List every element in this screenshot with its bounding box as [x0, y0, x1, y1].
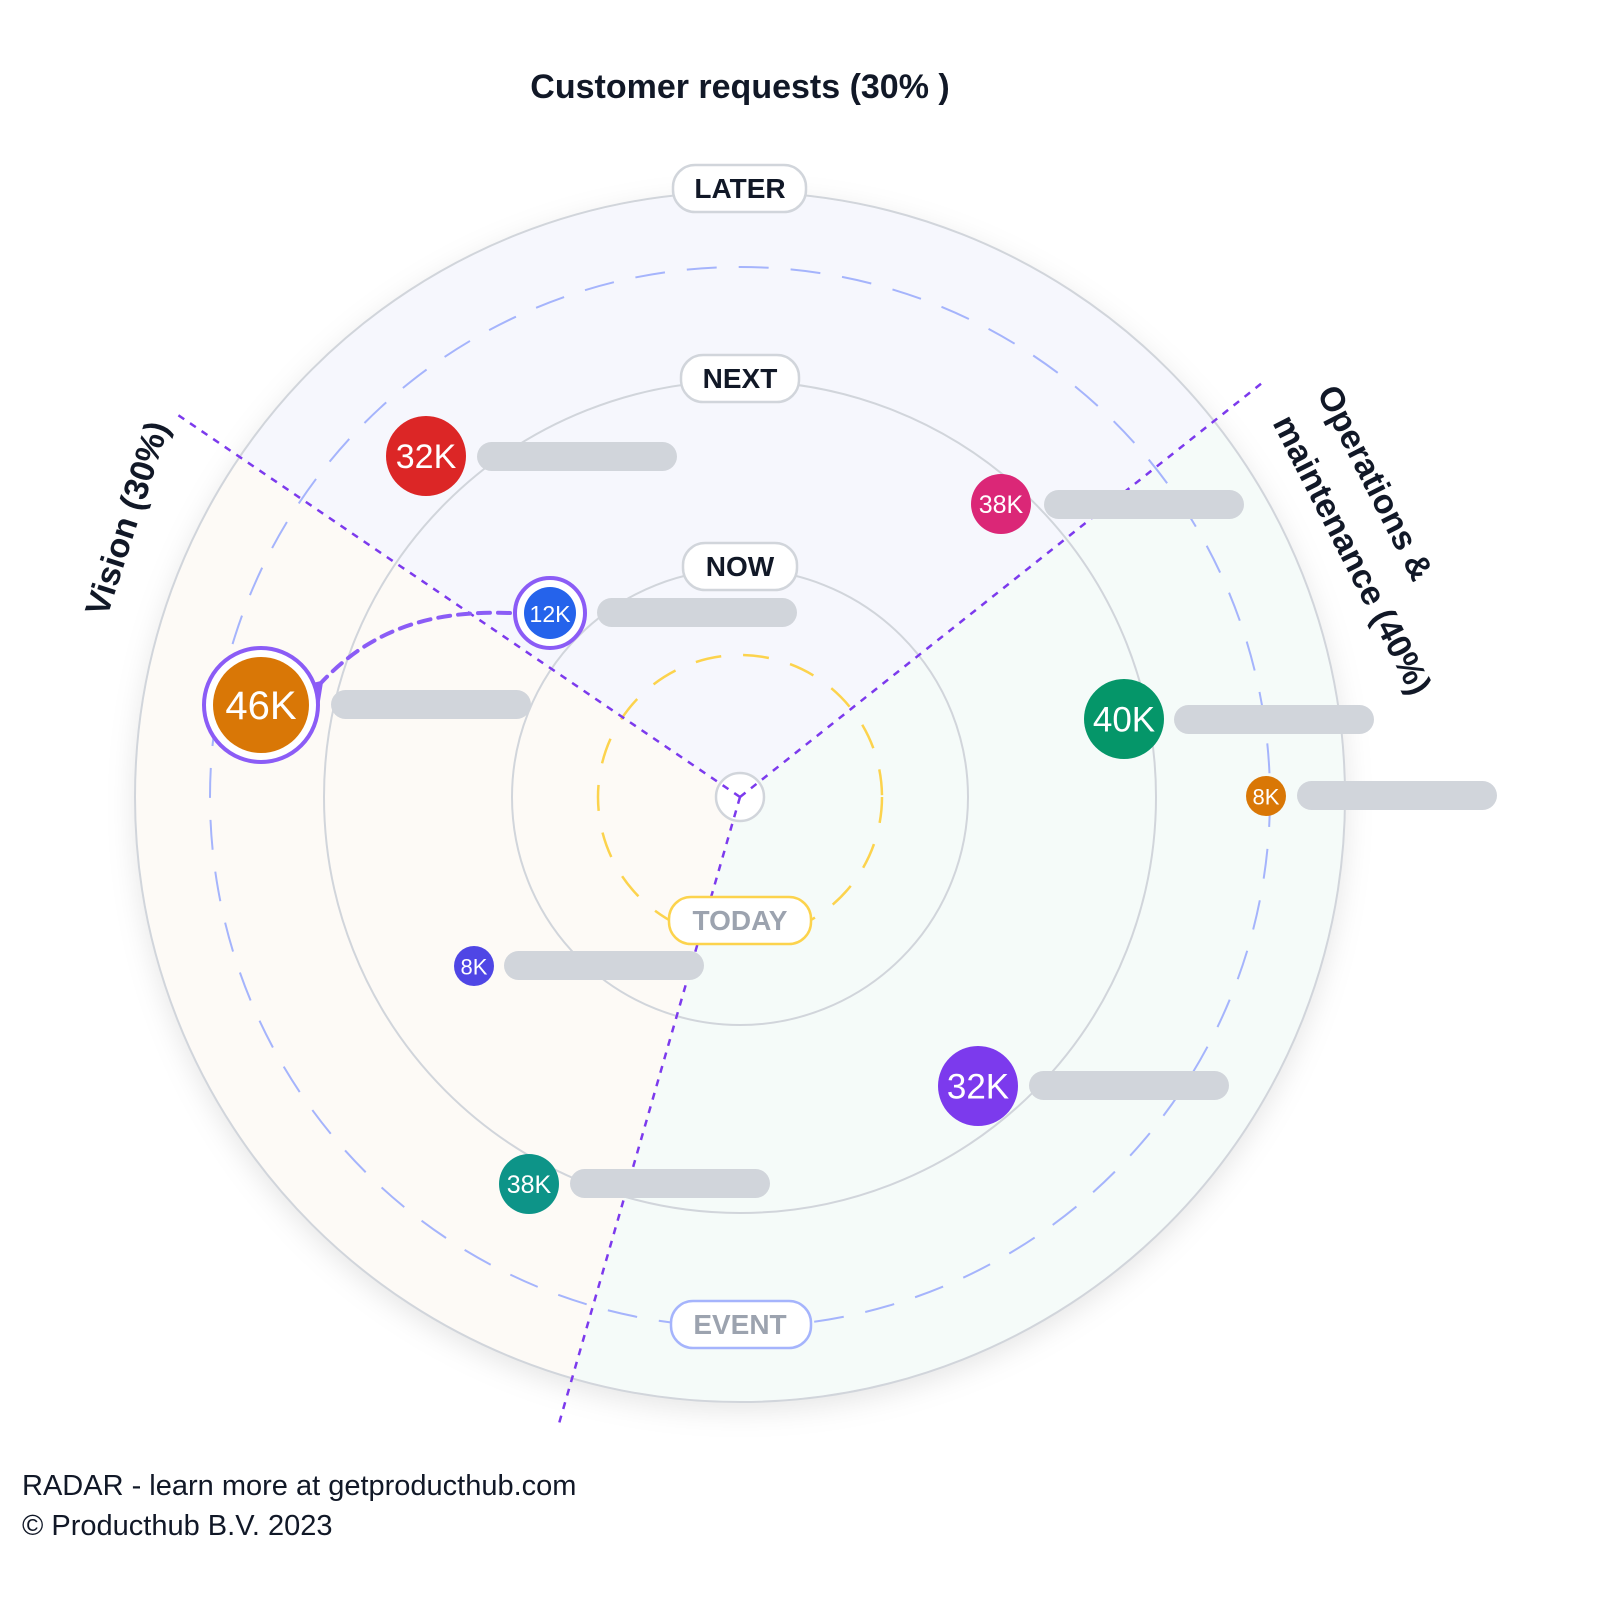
move-arrow: [292, 610, 512, 713]
blip-value: 8K: [461, 955, 488, 980]
svg-text:NEXT: NEXT: [703, 363, 778, 394]
blip-circle[interactable]: [213, 657, 309, 753]
blip-label-placeholder[interactable]: [331, 690, 531, 719]
divider-operations-vision: [556, 796, 742, 1428]
blip-46k[interactable]: 46K: [202, 646, 320, 764]
blip-8k[interactable]: 8K: [454, 946, 494, 986]
blip-circle[interactable]: [524, 587, 576, 639]
blip-12k[interactable]: 12K: [513, 576, 587, 650]
blip-value: 38K: [507, 1171, 552, 1199]
svg-text:NOW: NOW: [706, 551, 775, 582]
blip-32k[interactable]: 32K: [938, 1046, 1018, 1126]
blip-8k[interactable]: 8K: [1246, 776, 1286, 816]
sector-label-vision: Vision (30%): [78, 417, 176, 620]
blip-circle[interactable]: [1246, 776, 1286, 816]
ring-label-next: NEXT: [679, 353, 801, 404]
svg-text:EVENT: EVENT: [693, 1309, 786, 1340]
blip-label-placeholder[interactable]: [1297, 781, 1497, 810]
sector-operations-maintenance: [572, 421, 1344, 1401]
footer-link-text: RADAR - learn more at getproducthub.com: [22, 1470, 577, 1502]
divider-vision-customer: [174, 411, 741, 799]
blip-circle[interactable]: [454, 946, 494, 986]
ring-label-now: NOW: [681, 541, 799, 592]
blip-32k[interactable]: 32K: [386, 416, 466, 496]
blip-value: 8K: [1253, 785, 1280, 810]
blip-circle[interactable]: [499, 1154, 559, 1214]
blip-label-placeholder[interactable]: [504, 951, 704, 980]
blip-label-placeholder[interactable]: [570, 1169, 770, 1198]
blip-label-placeholder[interactable]: [1044, 490, 1244, 519]
blip-label-placeholder[interactable]: [1029, 1071, 1229, 1100]
blip-circle[interactable]: [1084, 679, 1164, 759]
sector-label-customer-requests: Customer requests (30% ): [530, 68, 950, 106]
blip-circle[interactable]: [938, 1046, 1018, 1126]
footer-copyright: © Producthub B.V. 2023: [22, 1510, 333, 1542]
ring-label-event: EVENT: [669, 1299, 813, 1350]
svg-text:TODAY: TODAY: [693, 905, 788, 936]
blip-38k[interactable]: 38K: [971, 474, 1031, 534]
blip-value: 38K: [979, 491, 1024, 519]
blip-label-placeholder[interactable]: [477, 442, 677, 471]
blip-value: 32K: [396, 438, 457, 476]
blip-40k[interactable]: 40K: [1084, 679, 1164, 759]
blip-circle[interactable]: [971, 474, 1031, 534]
blip-circle[interactable]: [386, 416, 466, 496]
sector-customer-requests: [240, 193, 1214, 797]
blip-value: 40K: [1093, 701, 1155, 740]
ring-today-dashed: [596, 653, 884, 941]
svg-text:LATER: LATER: [694, 173, 785, 204]
blip-label-placeholder[interactable]: [597, 598, 797, 627]
blip-value: 46K: [225, 684, 296, 728]
ring-label-later: LATER: [671, 163, 808, 214]
blip-label-placeholder[interactable]: [1174, 705, 1374, 734]
blip-value: 32K: [947, 1068, 1009, 1107]
blip-value: 12K: [530, 601, 572, 627]
blip-38k[interactable]: 38K: [499, 1154, 559, 1214]
ring-label-today: TODAY: [667, 895, 813, 946]
